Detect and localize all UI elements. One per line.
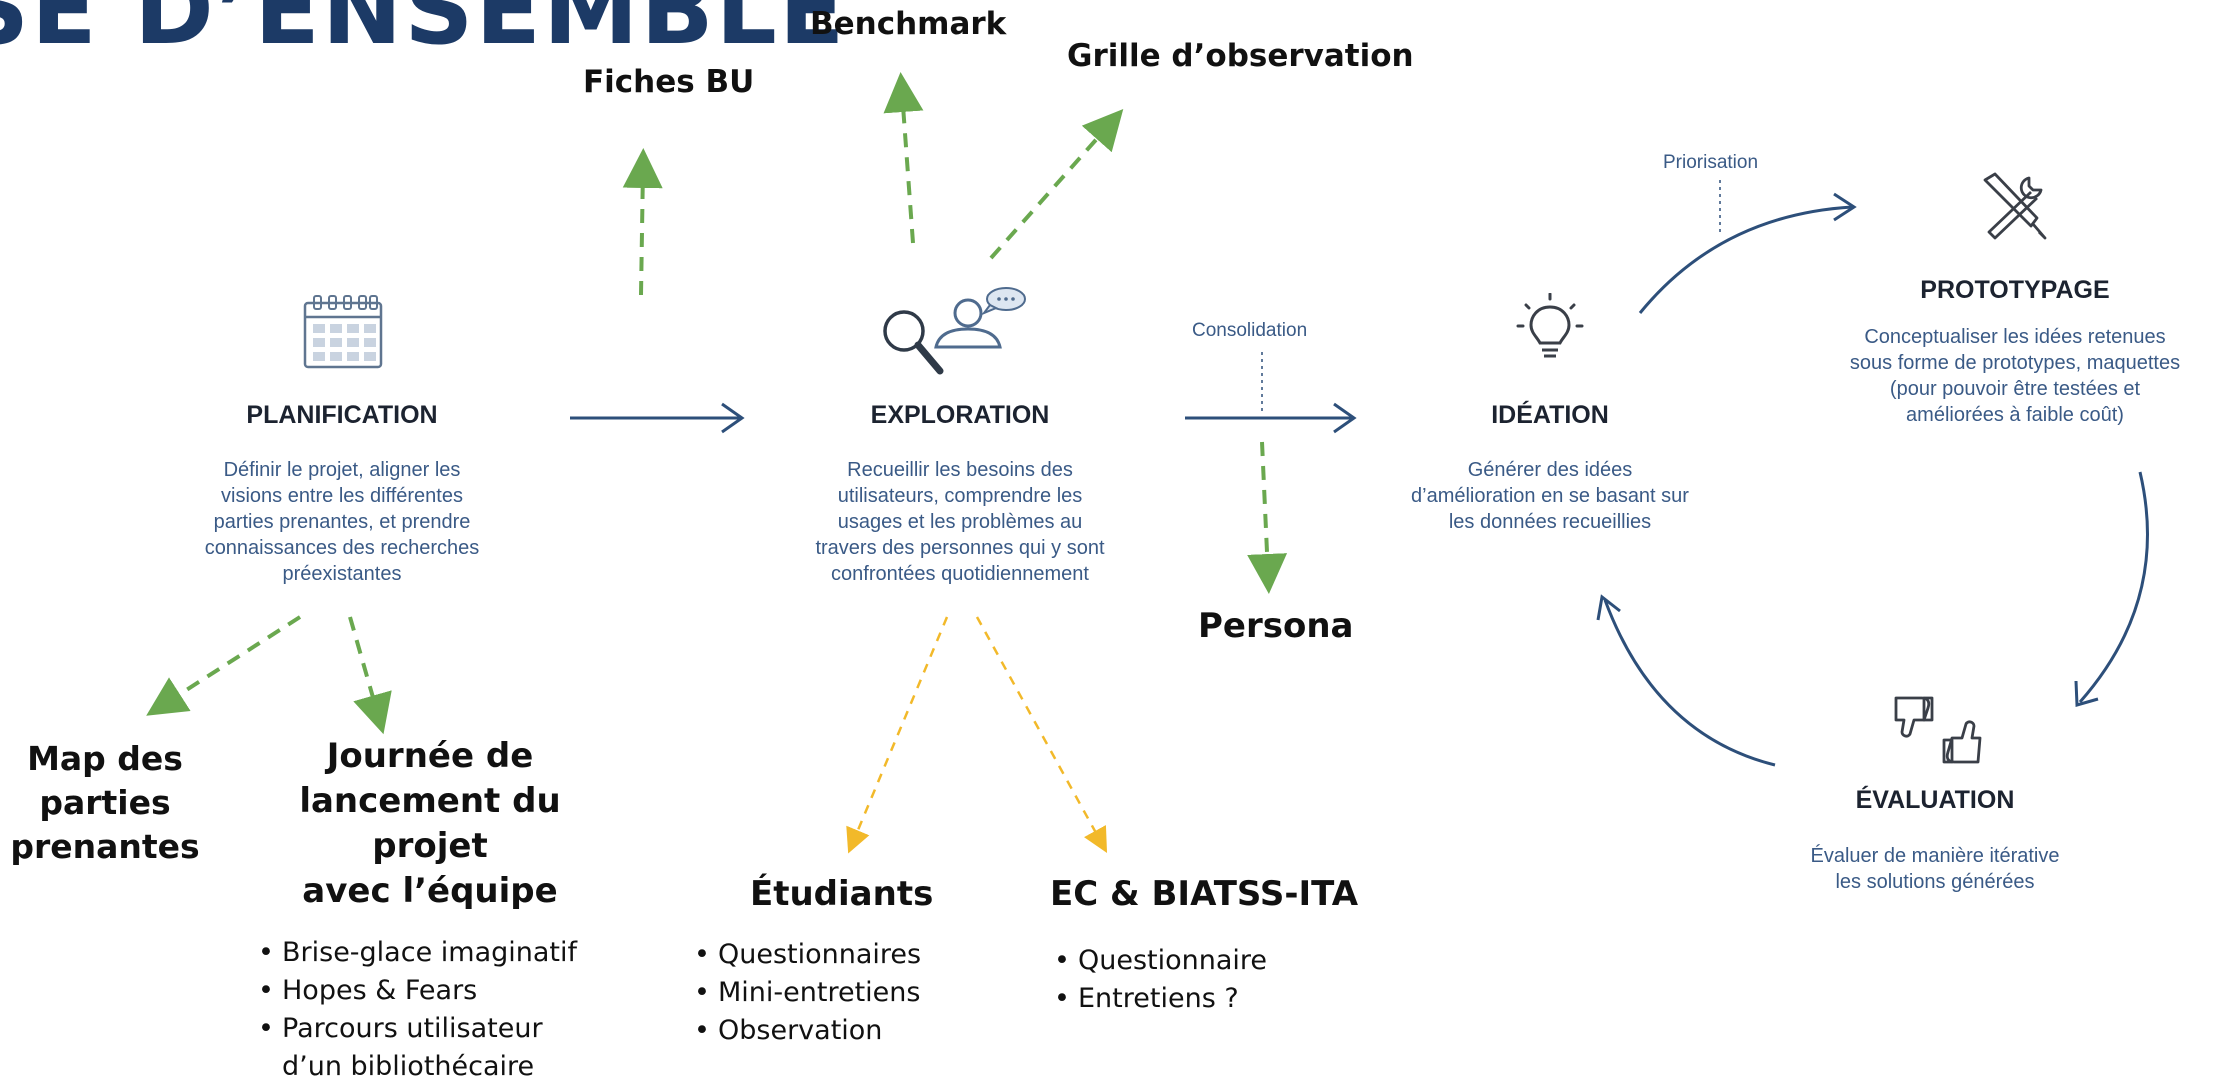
prototypage-title: PROTOTYPAGE bbox=[1920, 276, 2110, 304]
list-item: Parcours utilisateur d’un bibliothécaire bbox=[254, 1010, 620, 1086]
list-item: Hopes & Fears bbox=[254, 972, 620, 1010]
journee-title: Journée de lancement du projet avec l’éq… bbox=[299, 736, 561, 911]
list-item: Brise-glace imaginatif bbox=[254, 934, 620, 972]
ideation-desc: Générer des idées d’amélioration en se b… bbox=[1411, 459, 1689, 533]
list-item: Questionnaire bbox=[1050, 942, 1390, 980]
ec-block: EC & BIATSS-ITA Questionnaire Entretiens… bbox=[1050, 874, 1390, 1018]
ideation-title: IDÉATION bbox=[1491, 401, 1609, 429]
tools-icon bbox=[1983, 172, 2047, 240]
grille-label: Grille d’observation bbox=[1067, 38, 1414, 74]
map-label: Map des parties prenantes bbox=[10, 739, 200, 866]
prototypage-desc: Conceptualiser les idées retenues sous f… bbox=[1849, 326, 2181, 426]
thumbs-icon bbox=[1894, 696, 1982, 764]
planification-title: PLANIFICATION bbox=[246, 401, 438, 429]
list-item: Mini-entretiens bbox=[690, 974, 990, 1012]
flow-arrow-planif-explo bbox=[570, 402, 745, 434]
exploration-desc: Recueillir les besoins des utilisateurs,… bbox=[815, 459, 1105, 585]
arrow-persona bbox=[1247, 441, 1288, 594]
cycle-arc-ideation-proto bbox=[1638, 192, 1857, 314]
page-title: SE D’ENSEMBLE bbox=[0, 0, 847, 66]
etudiants-title: Étudiants bbox=[750, 874, 934, 914]
exploration-title: EXPLORATION bbox=[870, 401, 1050, 429]
list-item: Entretiens ? bbox=[1050, 980, 1390, 1018]
search-user-icon bbox=[883, 287, 1026, 375]
list-item: Questionnaires bbox=[690, 936, 990, 974]
arrow-journee bbox=[348, 616, 392, 735]
cycle-arc-eval-ideation bbox=[1596, 594, 1776, 767]
flow-arrow-explo-ideation bbox=[1185, 402, 1357, 434]
persona-label: Persona bbox=[1198, 606, 1354, 646]
ec-title: EC & BIATSS-ITA bbox=[1050, 874, 1359, 914]
priorisation-label: Priorisation bbox=[1663, 152, 1759, 173]
arrow-map bbox=[146, 615, 302, 716]
lightbulb-icon bbox=[1516, 293, 1584, 358]
evaluation-desc: Évaluer de manière itérative les solutio… bbox=[1810, 845, 2060, 893]
list-item: Observation bbox=[690, 1012, 990, 1050]
ec-list: Questionnaire Entretiens ? bbox=[1050, 942, 1390, 1018]
journee-list: Brise-glace imaginatif Hopes & Fears Par… bbox=[240, 934, 620, 1086]
arrows-layer bbox=[146, 72, 2149, 854]
fiches-bu-label: Fiches BU bbox=[583, 64, 755, 100]
benchmark-label: Benchmark bbox=[810, 6, 1007, 42]
consolidation-label: Consolidation bbox=[1192, 320, 1308, 341]
evaluation-title: ÉVALUATION bbox=[1855, 786, 2015, 814]
calendar-icon bbox=[303, 295, 383, 369]
cycle-arc-proto-eval bbox=[2074, 471, 2149, 707]
arrow-grille bbox=[989, 109, 1124, 260]
journee-block: Journée de lancement du projet avec l’éq… bbox=[240, 734, 620, 1086]
arrow-fiches-bu bbox=[622, 148, 663, 296]
etudiants-block: Étudiants Questionnaires Mini-entretiens… bbox=[690, 874, 990, 1050]
planification-desc: Définir le projet, aligner les visions e… bbox=[204, 459, 480, 585]
arrow-ec bbox=[975, 616, 1108, 853]
etudiants-list: Questionnaires Mini-entretiens Observati… bbox=[690, 936, 990, 1050]
arrow-benchmark bbox=[883, 72, 924, 244]
arrow-etudiants bbox=[846, 616, 949, 854]
